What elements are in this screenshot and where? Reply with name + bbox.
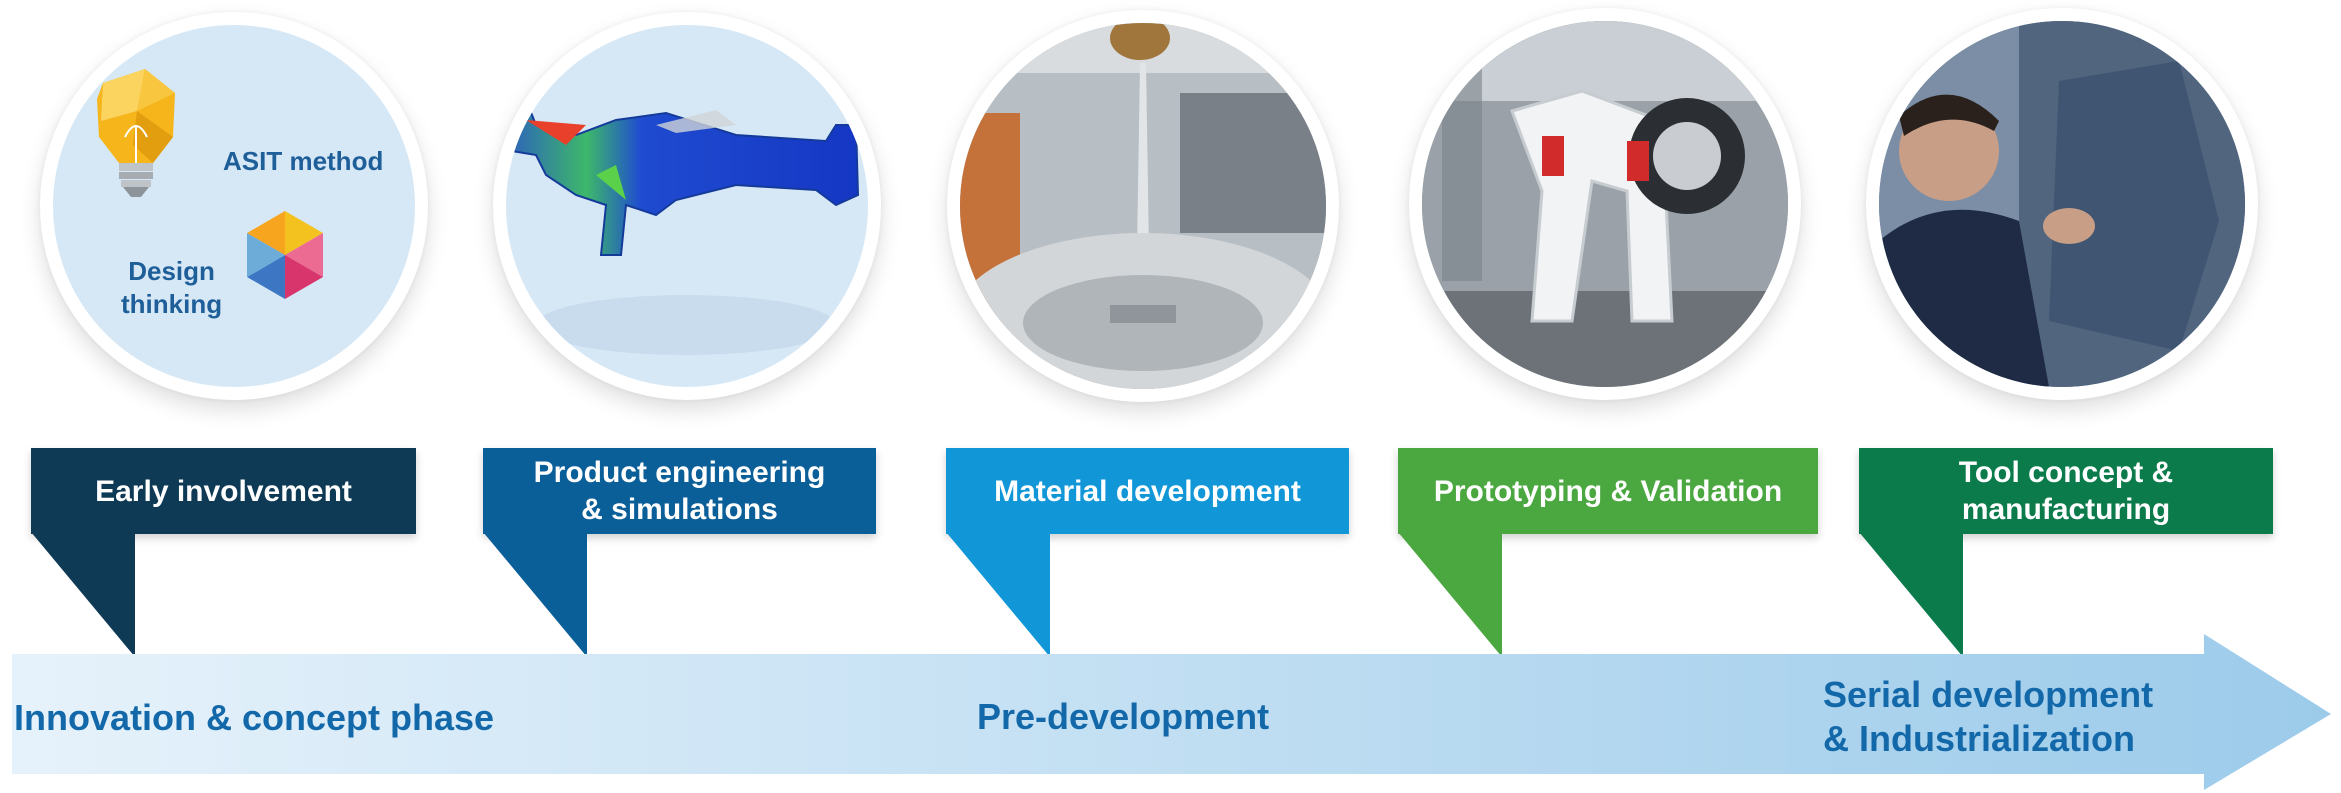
stage-3-line1: Material development <box>994 474 1301 508</box>
phase-2-line1: Pre-development <box>977 696 1270 737</box>
circle-tool-manufacturing-image <box>1866 8 2258 400</box>
phase-serial-development: Serial development & Industrialization <box>1823 673 2153 761</box>
stage-4-line1: Prototyping & Validation <box>1433 474 1783 508</box>
circle-simulation-image <box>493 12 881 400</box>
stage-5-line1: Tool concept & <box>1958 456 2174 489</box>
stage-2-line2: & simulations <box>581 493 778 526</box>
phase-3-line1: Serial development <box>1823 674 2154 715</box>
design-thinking-line1: Design <box>128 256 215 286</box>
simulation-part-image <box>506 98 860 355</box>
phase-pre-development: Pre-development <box>977 695 1269 739</box>
stage-5-pointer <box>1859 532 1963 657</box>
circle-concept-methods: ASIT method Design thinking <box>40 12 428 400</box>
stage-3-pointer <box>946 532 1050 657</box>
stage-5-line2: manufacturing <box>1961 493 2171 526</box>
prototyping-rig-image <box>1422 21 1788 387</box>
stage-label-material-development: Material development <box>946 448 1349 534</box>
stage-label-tool-concept: Tool concept & manufacturing <box>1859 448 2273 534</box>
design-thinking-label: Design thinking <box>121 255 222 321</box>
concept-methods-illustration <box>97 69 323 299</box>
stage-label-product-engineering: Product engineering & simulations <box>483 448 876 534</box>
stage-1-line1: Early involvement <box>95 474 352 508</box>
asit-method-label: ASIT method <box>223 146 384 176</box>
stage-2-pointer <box>483 532 587 657</box>
phase-innovation-concept: Innovation & concept phase <box>14 696 494 740</box>
stage-4-pointer <box>1398 532 1502 657</box>
circle-material-test-image <box>947 10 1339 402</box>
hexagon-icon <box>247 211 323 299</box>
design-thinking-line2: thinking <box>121 289 223 319</box>
stage-1-pointer <box>31 532 135 657</box>
phase-3-line2: & Industrialization <box>1823 718 2136 759</box>
material-test-image <box>960 23 1326 389</box>
stage-label-prototyping-validation: Prototyping & Validation <box>1398 448 1818 534</box>
timeline-arrow <box>12 634 2331 790</box>
stage-2-line1: Product engineering <box>533 456 826 489</box>
stage-label-early-involvement: Early involvement <box>31 448 416 534</box>
tool-manufacturing-image <box>1879 21 2245 387</box>
circle-prototyping-image <box>1409 8 1801 400</box>
phase-1-line1: Innovation & concept phase <box>14 697 495 738</box>
lightbulb-icon <box>97 69 175 197</box>
